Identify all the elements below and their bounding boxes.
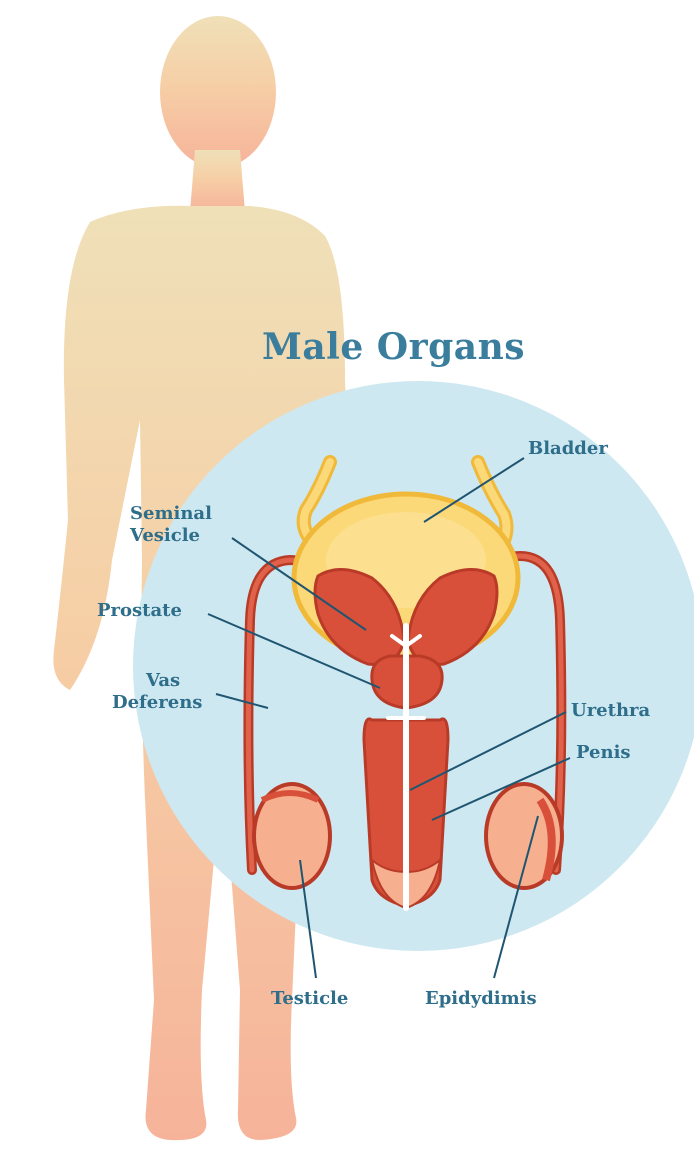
label-bladder: Bladder bbox=[528, 438, 608, 460]
label-vas-deferens-line1: Vas bbox=[146, 670, 202, 692]
label-epididymis: Epidydimis bbox=[425, 988, 537, 1010]
label-prostate: Prostate bbox=[97, 600, 182, 622]
label-seminal-vesicle-line1: Seminal bbox=[130, 503, 212, 525]
label-vas-deferens-line2: Deferens bbox=[112, 692, 202, 714]
label-urethra: Urethra bbox=[571, 700, 650, 722]
page-title: Male Organs bbox=[262, 326, 562, 368]
label-testicle: Testicle bbox=[271, 988, 348, 1010]
label-seminal-vesicle-line2: Vesicle bbox=[130, 525, 212, 547]
label-penis: Penis bbox=[576, 742, 631, 764]
label-vas-deferens: Vas Deferens bbox=[146, 670, 202, 714]
label-seminal-vesicle: Seminal Vesicle bbox=[130, 503, 212, 547]
